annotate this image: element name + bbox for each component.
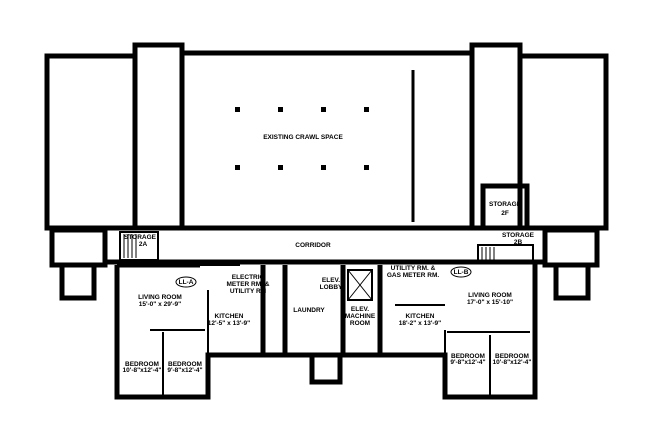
unit-b-kitchen-label: KITCHEN	[406, 313, 435, 320]
unit-b-bedroom-1-dims: 9'-8"x12'-4"	[450, 359, 485, 366]
storage-2b-number: 2B	[514, 239, 523, 246]
unit-a-kitchen-dims: 12'-5" x 13'-9"	[208, 320, 251, 327]
elev-lobby-label: ELEV.	[322, 277, 340, 284]
elevator-shaft	[347, 269, 373, 301]
unit-b-tag	[450, 266, 472, 278]
electric-meter-label: METER RM. &	[227, 281, 270, 288]
unit-a-bedroom-2-label: BEDROOM	[168, 361, 202, 368]
unit-b-tag-text: LL-B	[454, 269, 469, 276]
storage-2a-label: STORAGE	[124, 234, 157, 241]
storage-2a-number: 2A	[139, 241, 148, 248]
elev-lobby-label: LOBBY	[320, 284, 343, 291]
unit-a-bedroom-2-dims: 9'-8"x12'-4"	[167, 367, 202, 374]
storage-upper-right-number: 2F	[501, 210, 509, 217]
corridor-walls	[49, 227, 600, 385]
electric-meter-label: UTILITY RM	[230, 288, 266, 295]
unit-b-living-room-dims: 17'-0" x 15'-10"	[467, 299, 513, 306]
elev-machine-room-label: ELEV.	[351, 306, 369, 313]
unit-b-bedroom-2-label: BEDROOM	[495, 353, 529, 360]
storage-upper-right-label: STORAGE	[489, 201, 522, 208]
unit-b-bedroom-2-dims: 10'-8"x12'-4"	[493, 359, 532, 366]
unit-a-living-room-dims: 15'-0" x 29'-9"	[139, 301, 182, 308]
unit-b-kitchen-dims: 18'-2" x 13'-9"	[399, 320, 442, 327]
storage-2b-label: STORAGE	[502, 232, 535, 239]
unit-a-walls	[114, 262, 346, 400]
unit-b-living-room-label: LIVING ROOM	[468, 292, 512, 299]
stair-2a	[119, 231, 159, 261]
utility-gas-meter-label: UTILITY RM. &	[391, 265, 436, 272]
elev-machine-room-label: ROOM	[350, 320, 370, 327]
unit-b-walls	[343, 262, 538, 400]
unit-b-bedroom-1-label: BEDROOM	[451, 353, 485, 360]
unit-a-tag-text: LL-A	[179, 279, 194, 286]
elev-machine-room-label: MACHINE	[345, 313, 376, 320]
unit-a-bedroom-1-label: BEDROOM	[125, 361, 159, 368]
unit-a-kitchen-label: KITCHEN	[215, 313, 244, 320]
utility-gas-meter-label: GAS METER RM.	[387, 272, 440, 279]
stair-2b	[477, 244, 534, 263]
unit-a-living-room-label: LIVING ROOM	[138, 294, 182, 301]
unit-a-tag	[175, 276, 197, 288]
unit-a-bedroom-1-dims: 10'-8"x12'-4"	[123, 367, 162, 374]
laundry-label: LAUNDRY	[293, 307, 325, 314]
corridor-label: CORRIDOR	[295, 242, 331, 249]
crawl-space-columns	[235, 107, 369, 170]
crawl-space-label: EXISTING CRAWL SPACE	[263, 134, 343, 141]
electric-meter-label: ELECTRIC	[232, 274, 265, 281]
